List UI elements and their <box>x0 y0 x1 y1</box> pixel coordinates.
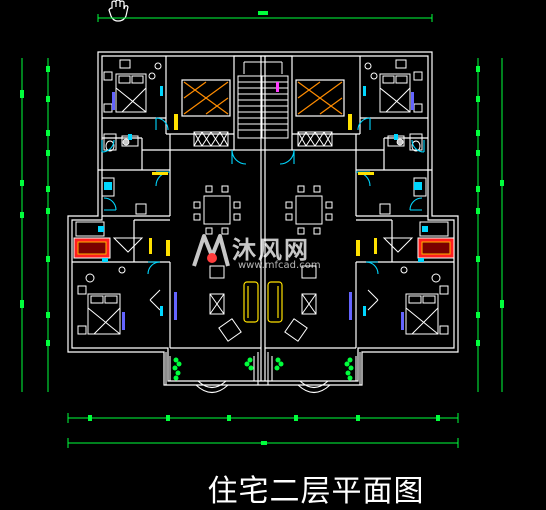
beds <box>77 71 449 335</box>
walls <box>67 51 459 386</box>
kitchen-fixtures <box>119 59 407 70</box>
toilets <box>98 134 428 232</box>
bedroom-dashes <box>149 289 379 311</box>
balcony-plants <box>172 357 354 381</box>
sinks <box>122 138 404 146</box>
dimension-lines <box>21 11 503 448</box>
hand-cursor-icon <box>108 0 129 22</box>
cabinets <box>193 131 333 147</box>
stair-marker <box>276 82 279 92</box>
door-markers <box>102 86 424 316</box>
sofas <box>243 281 283 323</box>
windows <box>149 114 377 256</box>
wardrobes <box>181 79 345 117</box>
bed-accents <box>112 92 414 330</box>
dimension-ticks <box>20 66 504 445</box>
coffee-tables <box>209 265 317 342</box>
blue-dividers <box>174 292 352 320</box>
dining-tables <box>193 185 333 235</box>
balconies <box>165 352 361 394</box>
staircase <box>237 61 289 139</box>
bathtubs <box>73 237 455 259</box>
drawing-caption: 住宅二层平面图 <box>207 474 425 509</box>
